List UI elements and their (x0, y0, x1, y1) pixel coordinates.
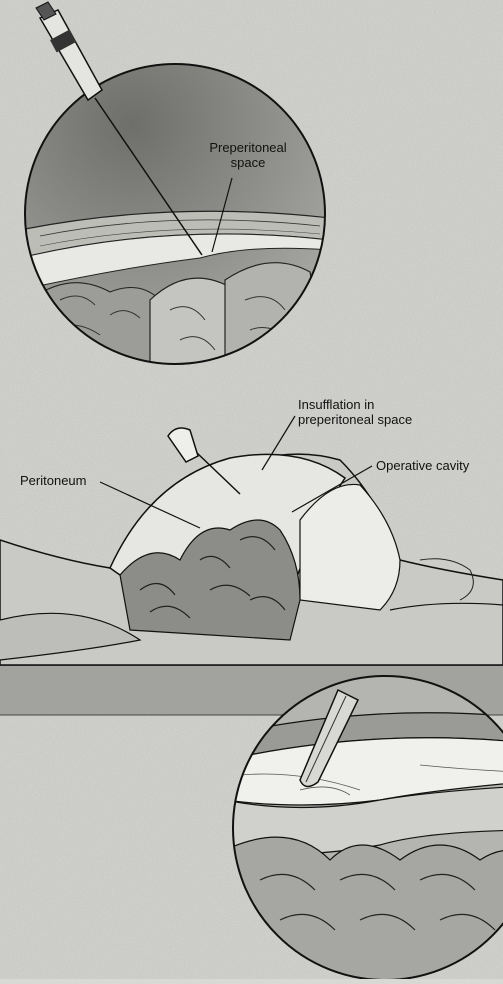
peritoneum-label: Peritoneum (20, 473, 86, 488)
operative-cavity-label: Operative cavity (376, 458, 469, 473)
preperitoneal-space-label: Preperitoneal space (178, 140, 318, 170)
insufflation-label: Insufflation in preperitoneal space (298, 397, 498, 427)
